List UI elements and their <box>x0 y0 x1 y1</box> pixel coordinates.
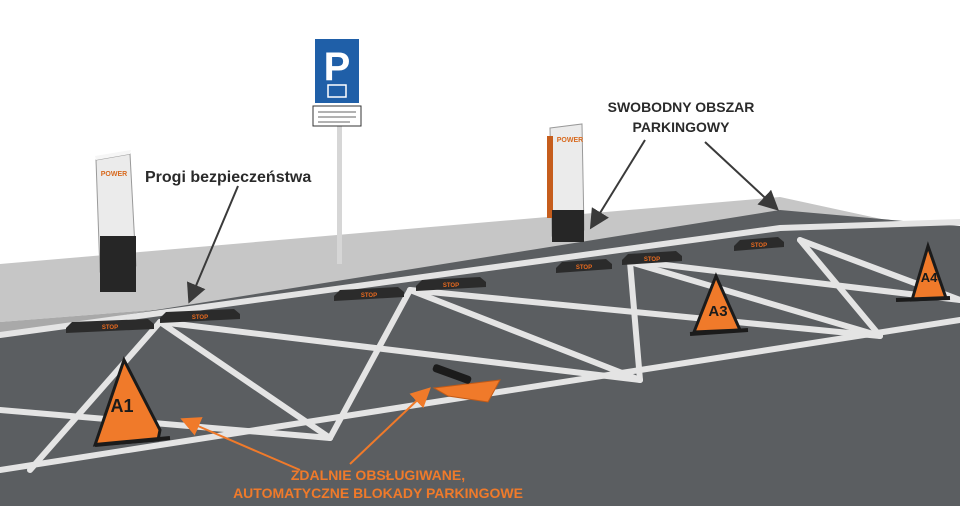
label-free-area-line1: SWOBODNY OBSZAR <box>608 99 755 115</box>
stop-label: STOP <box>576 265 592 271</box>
stop-label: STOP <box>102 325 118 331</box>
label-locks-line1: ZDALNIE OBSŁUGIWANE, <box>291 467 465 483</box>
charger-right: POWER <box>547 123 585 242</box>
stop-barrier: STOP <box>66 319 154 333</box>
stop-label: STOP <box>644 257 660 263</box>
stop-label: STOP <box>443 283 459 289</box>
parking-lock-lowered <box>432 364 501 403</box>
stop-barrier: STOP <box>416 277 486 291</box>
charger-right-brand: POWER <box>557 137 583 144</box>
callout-arrows <box>180 139 779 471</box>
lane-markings <box>0 219 960 473</box>
stop-barrier: STOP <box>556 259 612 273</box>
charger-left: POWER <box>95 150 137 292</box>
stop-label: STOP <box>192 315 208 321</box>
lock-a1-label: A1 <box>110 396 133 416</box>
label-safety-thresholds: Progi bezpieczeństwa <box>145 169 311 186</box>
label-locks-line2: AUTOMATYCZNE BLOKADY PARKINGOWE <box>233 485 523 501</box>
stop-barriers: STOP STOP STOP STOP STOP STOP STOP <box>66 237 784 333</box>
stop-barrier: STOP <box>160 309 240 323</box>
parking-sign-letter: P <box>324 45 351 89</box>
lock-a4-label: A4 <box>921 270 938 285</box>
label-free-area-line2: PARKINGOWY <box>633 119 731 135</box>
stop-barrier: STOP <box>734 237 784 251</box>
parking-sign: P <box>312 37 362 264</box>
parking-lock-a3: A3 <box>689 272 749 336</box>
charger-left-brand: POWER <box>101 171 127 178</box>
stop-label: STOP <box>751 243 767 249</box>
stop-barrier: STOP <box>622 251 682 265</box>
parking-lock-a4: A4 <box>895 241 951 302</box>
stop-barrier: STOP <box>334 287 404 301</box>
stop-label: STOP <box>361 293 377 299</box>
parking-lock-a1: A1 <box>92 356 171 447</box>
lock-a3-label: A3 <box>708 303 727 320</box>
